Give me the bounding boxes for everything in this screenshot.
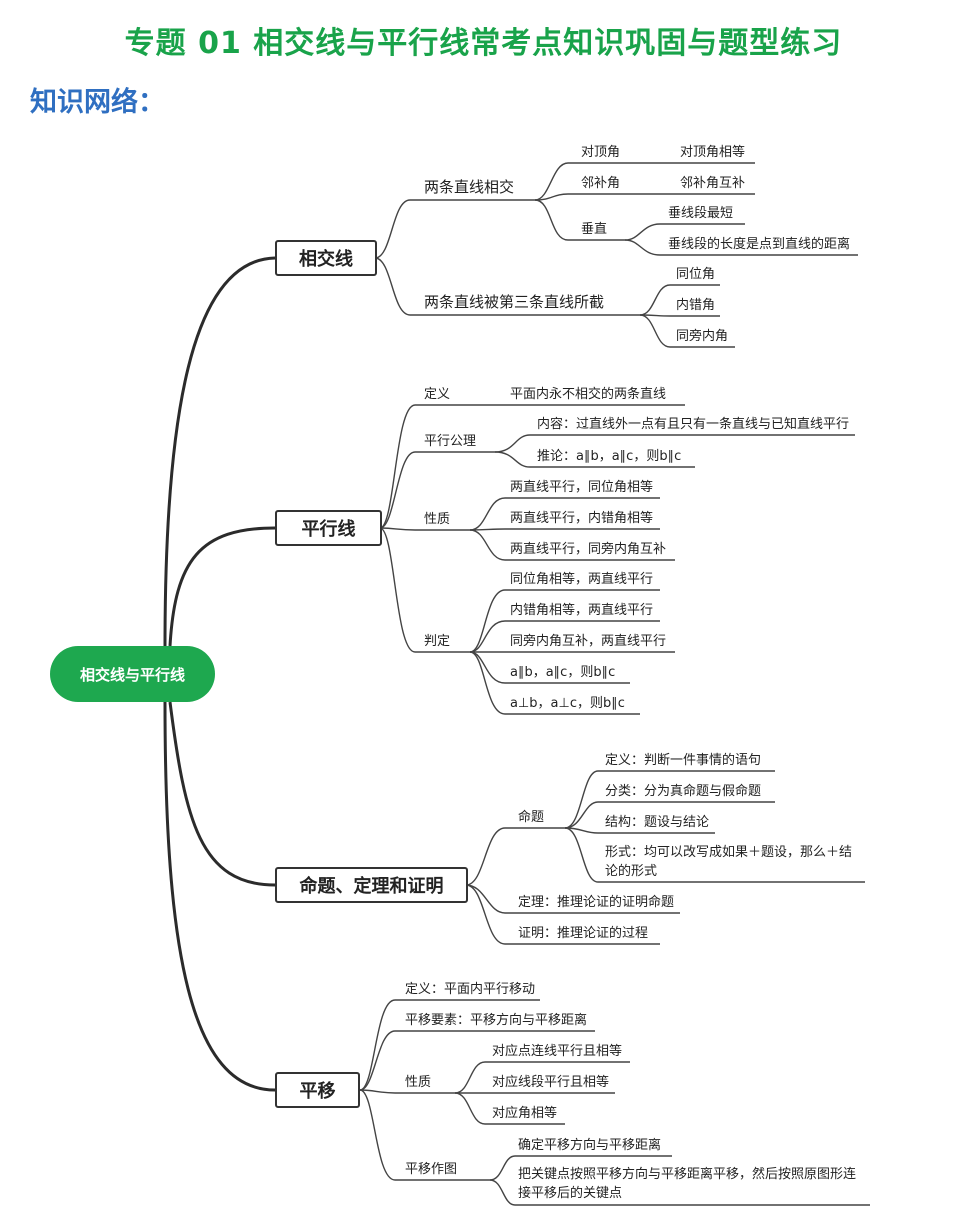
- section-heading: 知识网络：: [30, 87, 165, 118]
- label-parallel-definition-note: 平面内永不相交的两条直线: [510, 387, 667, 402]
- document-title: 专题 01 相交线与平行线常考点知识巩固与题型练习: [124, 26, 843, 61]
- label-translation-property-1: 对应点连线平行且相等: [492, 1044, 623, 1059]
- label-proposition: 命题: [518, 810, 545, 825]
- label-point-line-distance: 垂线段的长度是点到直线的距离: [668, 237, 851, 252]
- connector-root-b1: [163, 256, 276, 647]
- label-property-3: 两直线平行，同旁内角互补: [510, 542, 667, 557]
- label-vertical-angles-equal: 对顶角相等: [680, 145, 746, 160]
- mindmap-root: 相交线与平行线: [50, 646, 215, 702]
- label-proposition-classification: 分类：分为真命题与假命题: [605, 784, 762, 799]
- label-translation-drawing: 平移作图: [405, 1162, 458, 1177]
- label-perpendicular-shortest: 垂线段最短: [668, 206, 734, 221]
- label-axiom-corollary: 推论：a∥b，a∥c，则b∥c: [537, 449, 682, 464]
- label-two-lines-intersect: 两条直线相交: [424, 178, 515, 196]
- label-co-interior-angles: 同旁内角: [676, 329, 729, 344]
- label-translation-property-3: 对应角相等: [492, 1106, 558, 1121]
- label-parallel-axiom: 平行公理: [424, 434, 477, 449]
- connector-root-b3: [168, 701, 276, 887]
- connector-root-b4: [163, 701, 276, 1092]
- label-criterion-3: 同旁内角互补，两直线平行: [510, 634, 667, 649]
- node-translation: 平移: [275, 1072, 360, 1108]
- label-property-2: 两直线平行，内错角相等: [510, 511, 654, 526]
- label-drawing-step-1: 确定平移方向与平移距离: [518, 1138, 662, 1153]
- label-property-1: 两直线平行，同位角相等: [510, 480, 654, 495]
- label-parallel-criteria: 判定: [424, 634, 451, 649]
- label-parallel-properties: 性质: [424, 512, 451, 527]
- label-adjacent-angles-supplementary: 邻补角互补: [680, 176, 746, 191]
- label-translation-property-2: 对应线段平行且相等: [492, 1075, 610, 1090]
- node-intersecting-lines: 相交线: [275, 240, 377, 276]
- label-criterion-4: a∥b，a∥c，则b∥c: [510, 665, 616, 680]
- label-translation-elements: 平移要素：平移方向与平移距离: [405, 1013, 588, 1028]
- label-proposition-form: 形式：均可以改写成如果＋题设，那么＋结论的形式: [605, 845, 853, 879]
- label-translation-definition: 定义：平面内平行移动: [405, 982, 536, 997]
- label-proposition-structure: 结构：题设与结论: [605, 815, 710, 830]
- label-criterion-5: a⊥b，a⊥c，则b∥c: [510, 696, 625, 711]
- connector-root-b2: [168, 526, 276, 647]
- node-parallel-lines: 平行线: [275, 510, 382, 546]
- label-parallel-definition: 定义: [424, 387, 451, 402]
- label-translation-properties: 性质: [405, 1075, 432, 1090]
- label-theorem: 定理：推理论证的证明命题: [518, 895, 675, 910]
- label-perpendicular: 垂直: [581, 222, 608, 237]
- label-criterion-2: 内错角相等，两直线平行: [510, 603, 654, 618]
- label-proof: 证明：推理论证的过程: [518, 926, 649, 941]
- label-criterion-1: 同位角相等，两直线平行: [510, 572, 654, 587]
- label-proposition-definition: 定义：判断一件事情的语句: [605, 753, 762, 768]
- node-propositions: 命题、定理和证明: [275, 867, 468, 903]
- label-two-lines-cut-by-third: 两条直线被第三条直线所截: [424, 293, 605, 311]
- label-corresponding-angles: 同位角: [676, 267, 716, 282]
- label-adjacent-angles: 邻补角: [581, 176, 621, 191]
- label-axiom-content: 内容：过直线外一点有且只有一条直线与已知直线平行: [537, 417, 850, 432]
- label-drawing-step-2: 把关键点按照平移方向与平移距离平移，然后按照原图形连接平移后的关键点: [518, 1167, 857, 1201]
- label-alternate-interior-angles: 内错角: [676, 298, 716, 313]
- label-vertical-angles: 对顶角: [581, 145, 621, 160]
